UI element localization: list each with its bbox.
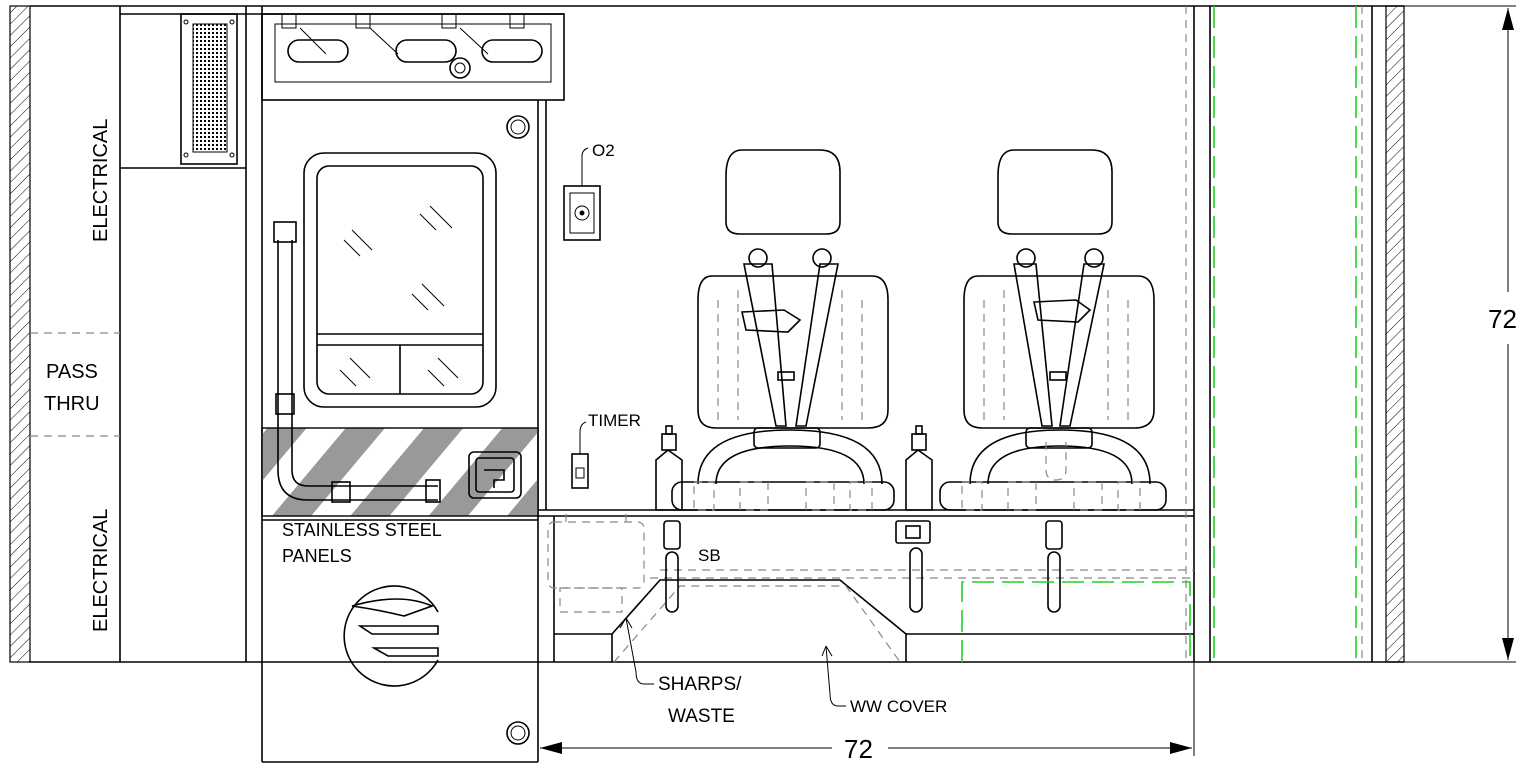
timer-switch xyxy=(571,421,589,489)
bottle-right xyxy=(905,425,933,511)
width-dimension xyxy=(537,662,1195,756)
electrical-bottom-label: ELECTRICAL xyxy=(90,509,112,632)
speaker-grille xyxy=(180,13,238,165)
bottle-left xyxy=(655,425,683,511)
sharps-label-line2: WASTE xyxy=(668,706,735,727)
overhead-cabinet xyxy=(261,13,565,101)
electrical-top-label: ELECTRICAL xyxy=(90,119,112,242)
ww-cover-label: WW COVER xyxy=(850,697,947,716)
stainless-panels-label-line2: PANELS xyxy=(282,546,352,566)
seat-left xyxy=(671,149,895,511)
knob-bottom xyxy=(506,721,530,745)
timer-label: TIMER xyxy=(588,411,641,430)
ww-leader xyxy=(825,645,846,707)
grab-handle xyxy=(273,221,441,503)
height-dimension-label: 72 xyxy=(1488,304,1517,334)
pass-thru-label-line1: PASS xyxy=(46,361,98,383)
bench-base xyxy=(538,509,1194,663)
left-wall-hatch xyxy=(9,5,31,663)
seat-right xyxy=(939,149,1167,511)
cabinet-outline xyxy=(30,5,1404,663)
o2-outlet xyxy=(563,147,601,241)
hazard-stripe-band xyxy=(261,427,539,517)
sb-container xyxy=(547,514,645,613)
o2-label: O2 xyxy=(592,141,615,160)
sb-label: SB xyxy=(698,546,721,565)
latch-handle xyxy=(468,451,522,499)
sharps-leader xyxy=(625,617,654,685)
pass-thru-label-line2: THRU xyxy=(44,393,100,415)
stainless-panels-label-line1: STAINLESS STEEL xyxy=(282,520,442,540)
knob-top xyxy=(506,115,530,139)
green-clearance-lines xyxy=(961,6,1357,662)
sharps-label-line1: SHARPS/ xyxy=(658,674,742,695)
height-dimension xyxy=(1404,5,1516,663)
cabinet-window xyxy=(303,152,497,408)
manufacturer-logo xyxy=(343,585,439,687)
lower-panel xyxy=(261,662,539,763)
width-dimension-label: 72 xyxy=(844,734,873,764)
right-wall-hatch xyxy=(1385,5,1405,663)
